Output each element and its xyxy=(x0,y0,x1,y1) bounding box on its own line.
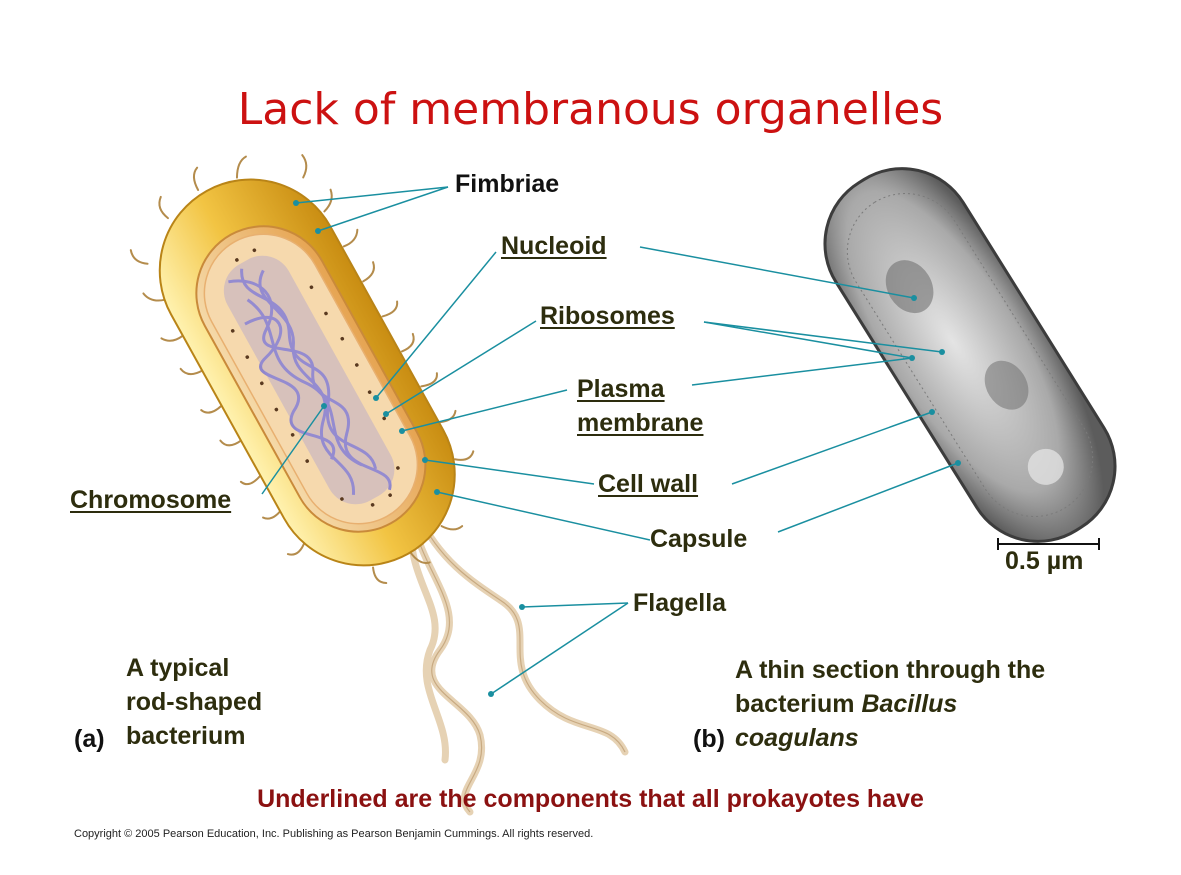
caption-b-genus: Bacillus xyxy=(861,690,957,718)
label-plasma-membrane-line2: membrane xyxy=(577,411,703,436)
label-plasma-membrane-line1: Plasma xyxy=(577,377,665,402)
copyright-text: Copyright © 2005 Pearson Education, Inc.… xyxy=(74,828,593,840)
caption-b-species: coagulans xyxy=(735,724,859,752)
label-chromosome: Chromosome xyxy=(70,488,231,513)
label-fimbriae: Fimbriae xyxy=(455,172,559,197)
caption-b-marker: (b) xyxy=(693,727,725,752)
caption-b: A thin section through the bacterium Bac… xyxy=(735,653,1045,755)
footnote-underlined: Underlined are the components that all p… xyxy=(0,785,1181,814)
caption-b-line2-plain: bacterium xyxy=(735,690,861,718)
label-cell-wall: Cell wall xyxy=(598,472,698,497)
caption-a: A typical rod-shaped bacterium xyxy=(126,651,262,753)
label-flagella: Flagella xyxy=(633,591,726,616)
label-scale: 0.5 µm xyxy=(1005,549,1083,574)
label-capsule: Capsule xyxy=(650,527,747,552)
caption-a-line: bacterium xyxy=(126,719,262,753)
caption-a-marker: (a) xyxy=(74,727,105,752)
flagella-illustration xyxy=(411,515,625,812)
caption-a-line: A typical xyxy=(126,651,262,685)
bacterium-illustration xyxy=(97,114,515,623)
caption-a-line: rod-shaped xyxy=(126,685,262,719)
label-nucleoid: Nucleoid xyxy=(501,234,607,259)
caption-b-line2: bacterium Bacillus xyxy=(735,687,1045,721)
caption-b-line1: A thin section through the xyxy=(735,653,1045,687)
label-ribosomes: Ribosomes xyxy=(540,304,675,329)
